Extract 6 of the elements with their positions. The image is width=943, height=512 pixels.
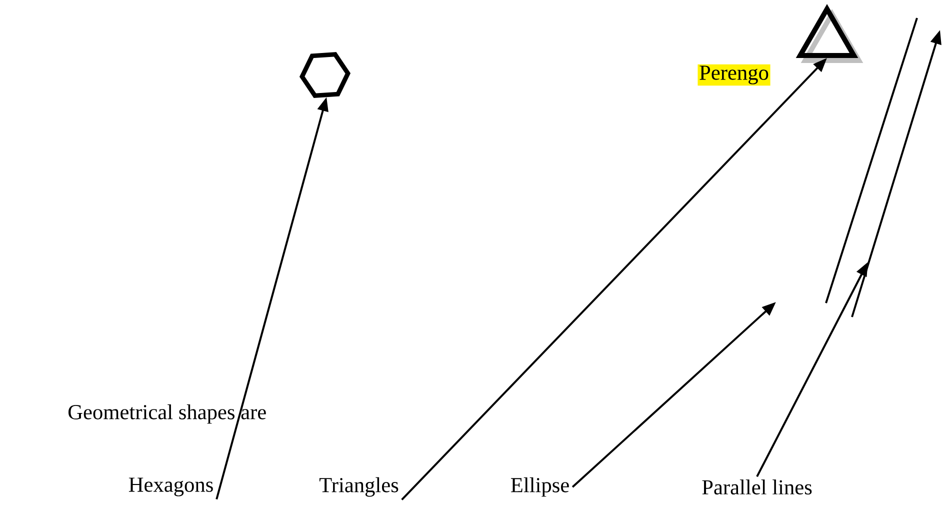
shape-label: Ellipse [510,477,569,497]
sentence: Geometrical shapes are [66,403,268,425]
shape-label: Triangles [319,477,398,497]
shape-label: Hexagons [128,478,213,496]
highlighted-word: Perengo [698,64,770,86]
shape-label: Parallel lines [702,480,812,495]
